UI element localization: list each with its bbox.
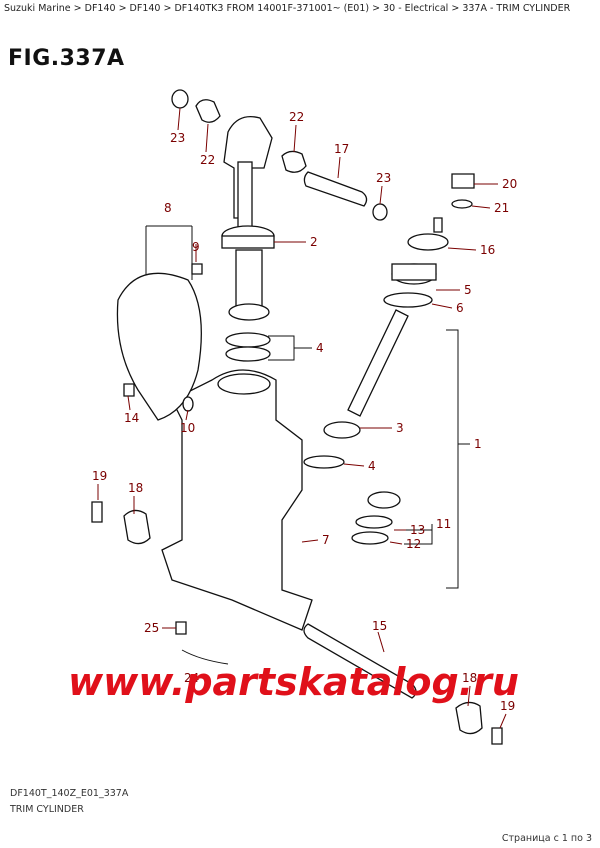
bushing-22-left: [195, 99, 221, 123]
callout-17: 17: [334, 142, 349, 156]
callout-22-a: 22: [200, 153, 215, 167]
callout-8: 8: [164, 201, 172, 215]
shaft-15: [303, 623, 417, 699]
callout-7: 7: [322, 533, 330, 547]
callout-18-a: 18: [128, 481, 143, 495]
piston-3: [323, 421, 361, 439]
callout-2: 2: [310, 235, 318, 249]
watermark: www.partskatalog.ru: [68, 660, 519, 704]
circlip-23: [171, 89, 189, 109]
figure-subtitle: TRIM CYLINDER: [10, 804, 84, 815]
bushing-18-left: [123, 509, 151, 545]
bushing-18-right: [455, 701, 483, 735]
drawing-code: DF140T_140Z_E01_337A: [10, 788, 129, 799]
callout-5: 5: [464, 283, 472, 297]
callout-14: 14: [124, 411, 139, 425]
screw-9: [191, 263, 203, 275]
bolt-14: [123, 383, 135, 397]
callout-10: 10: [180, 421, 195, 435]
callout-12: 12: [406, 537, 421, 551]
callout-23-a: 23: [170, 131, 185, 145]
callout-4-b: 4: [368, 459, 376, 473]
figure-title: FIG.337A: [8, 46, 125, 71]
o-ring-12: [351, 531, 389, 545]
o-ring-6: [383, 292, 433, 308]
washer-10: [182, 396, 194, 412]
bracket-item-1: [446, 329, 459, 589]
callout-11: 11: [436, 517, 451, 531]
bushing-22-right: [281, 150, 307, 173]
ground-wire-24: [181, 649, 229, 665]
cylinder-body-7: [161, 369, 313, 631]
pin-17: [303, 171, 368, 207]
callout-3: 3: [396, 421, 404, 435]
callout-13: 13: [410, 523, 425, 537]
bolt-19-left: [91, 501, 103, 523]
o-ring-4-lower: [303, 455, 345, 469]
cover-8: [116, 272, 202, 421]
callout-22-b: 22: [289, 110, 304, 124]
callout-20: 20: [502, 177, 517, 191]
bolt-19-right: [491, 727, 503, 745]
callout-16: 16: [480, 243, 495, 257]
o-ring-4: [225, 332, 271, 348]
callout-18-b: 18: [462, 671, 477, 685]
pagination[interactable]: Страница с 1 по 3: [501, 833, 592, 844]
callout-19-a: 19: [92, 469, 107, 483]
valve-16: [433, 217, 443, 233]
piston-11: [367, 491, 401, 509]
cap-nut-20: [451, 173, 475, 189]
callout-23-b: 23: [376, 171, 391, 185]
callout-6: 6: [456, 301, 464, 315]
callout-25: 25: [144, 621, 159, 635]
free-piston-rod-3: [347, 309, 409, 417]
o-ring-13: [355, 515, 393, 529]
callout-4-a: 4: [316, 341, 324, 355]
callout-9: 9: [192, 240, 200, 254]
callout-15: 15: [372, 619, 387, 633]
bracket-item-4: [268, 335, 295, 361]
callout-1: 1: [474, 437, 482, 451]
screw-25: [175, 621, 187, 635]
callout-19-b: 19: [500, 699, 515, 713]
callout-24: 24: [184, 671, 199, 685]
circlip-23-right: [372, 203, 388, 221]
washer-21: [451, 199, 473, 209]
breadcrumb[interactable]: Suzuki Marine > DF140 > DF140 > DF140TK3…: [4, 3, 571, 14]
callout-21: 21: [494, 201, 509, 215]
